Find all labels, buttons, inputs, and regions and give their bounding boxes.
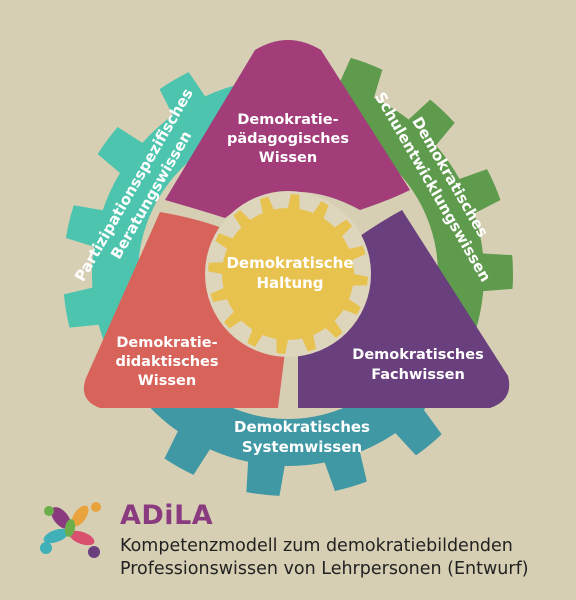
center-gear-shape — [208, 194, 368, 354]
bottom-band-line-1: Demokratisches — [234, 418, 370, 436]
bottom-band-line-2: Systemwissen — [242, 438, 362, 456]
adila-logo-icon — [40, 502, 101, 558]
subtitle-line-1: Kompetenzmodell zum demokratiebildenden — [120, 536, 513, 556]
top-segment-line-2: pädagogisches — [227, 131, 349, 147]
subtitle-line-2: Professionswissen von Lehrpersonen (Entw… — [120, 559, 529, 579]
top-segment-line-1: Demokratie- — [237, 112, 338, 128]
inner-triangle — [83, 40, 510, 408]
top-segment-label: Demokratie- pädagogisches Wissen — [227, 112, 349, 166]
left-segment-line-3: Wissen — [138, 373, 196, 389]
bottom-band-label: Demokratisches Systemwissen — [234, 418, 370, 456]
right-segment-line-1: Demokratisches — [352, 347, 483, 363]
core-label: Demokratische Haltung — [226, 254, 353, 292]
core-line-2: Haltung — [256, 274, 323, 292]
top-segment-shape — [165, 40, 410, 218]
right-segment-label: Demokratisches Fachwissen — [352, 347, 483, 383]
footer: ADiLA Kompetenzmodell zum demokratiebild… — [36, 496, 566, 596]
right-segment-line-2: Fachwissen — [371, 367, 465, 383]
left-segment-shape — [83, 212, 285, 408]
left-segment-label: Demokratie- didaktisches Wissen — [115, 335, 218, 389]
brand-name: ADiLA — [120, 500, 214, 531]
top-segment-line-3: Wissen — [259, 150, 317, 166]
center-gear-highlight — [228, 214, 348, 334]
left-segment-line-2: didaktisches — [115, 354, 218, 370]
competence-gear-diagram: Demokratie- pädagogisches Wissen Demokra… — [63, 40, 513, 496]
core-line-1: Demokratische — [226, 254, 353, 272]
left-segment-line-1: Demokratie- — [116, 335, 217, 351]
right-segment-shape — [298, 210, 510, 408]
left-gear-band — [63, 72, 281, 363]
bottom-gear-band — [126, 352, 450, 496]
